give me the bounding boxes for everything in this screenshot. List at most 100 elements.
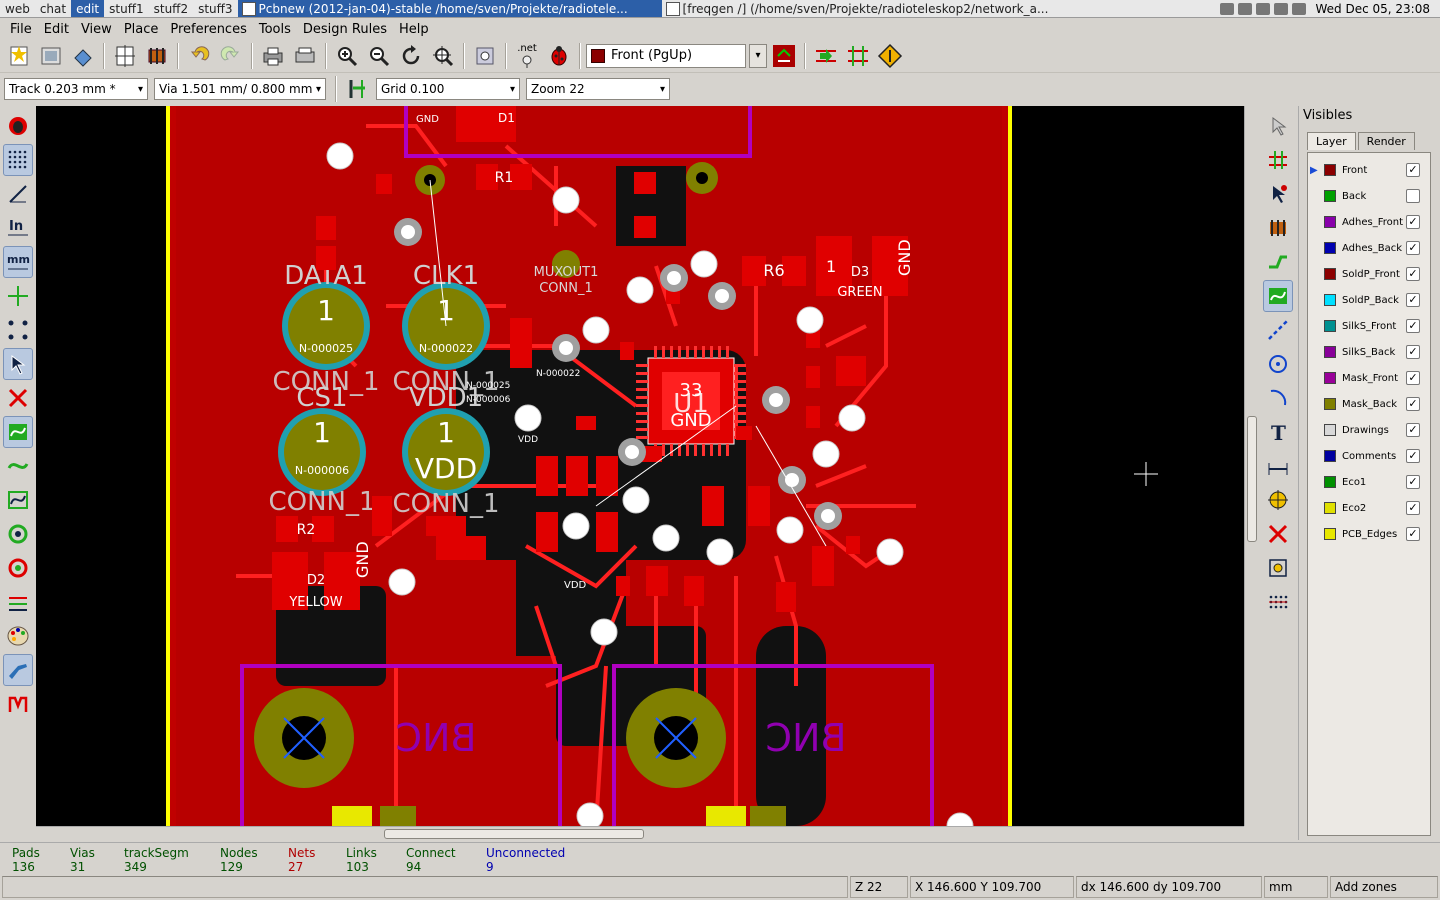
layer-pair-button[interactable] [769, 41, 799, 71]
local-ratsnest-button[interactable] [1263, 178, 1293, 210]
layer-row-soldp-front[interactable]: SoldP_Front✓ [1308, 261, 1430, 287]
redraw-button[interactable] [396, 41, 426, 71]
resistor-r6[interactable]: R6 [742, 256, 806, 286]
layer-visible-checkbox[interactable]: ✓ [1406, 475, 1420, 489]
layer-visible-checkbox[interactable]: ✓ [1406, 345, 1420, 359]
high-contrast-button[interactable] [3, 620, 33, 652]
layer-visible-checkbox[interactable]: ✓ [1406, 215, 1420, 229]
chat-icon[interactable] [1273, 2, 1288, 15]
layer-color-swatch[interactable] [1324, 372, 1336, 384]
ratsnest-button[interactable] [3, 314, 33, 346]
vias-sketch-button[interactable] [3, 552, 33, 584]
conn-vdd1[interactable]: VDD1 1 VDD CONN_1 [392, 383, 499, 519]
add-zones-button[interactable] [1263, 280, 1293, 312]
tab-layer[interactable]: Layer [1307, 132, 1356, 150]
set-grid-origin-button[interactable] [1263, 586, 1293, 618]
layer-row-silks-back[interactable]: SilkS_Back✓ [1308, 339, 1430, 365]
menu-place[interactable]: Place [123, 21, 159, 37]
board-drawing[interactable]: BNC BNC DATA1 1 N-000025 CONN_1 CLK1 1 N… [36, 106, 1244, 826]
new-board-button[interactable] [4, 41, 34, 71]
pads-sketch-button[interactable] [3, 518, 33, 550]
zoom-out-button[interactable] [364, 41, 394, 71]
layer-visible-checkbox[interactable]: ✓ [1406, 241, 1420, 255]
add-text-button[interactable]: T [1263, 416, 1293, 448]
menu-tools[interactable]: Tools [258, 21, 291, 37]
tag-web[interactable]: web [5, 1, 30, 16]
conn-cs1[interactable]: CS1 1 N-000006 CONN_1 [268, 383, 375, 517]
set-origin-button[interactable] [1263, 552, 1293, 584]
layer-visible-checkbox[interactable]: ✓ [1406, 371, 1420, 385]
units-inch-button[interactable]: In [3, 212, 33, 244]
layer-name[interactable]: SoldP_Front [1342, 268, 1400, 280]
layer-name[interactable]: Adhes_Front [1342, 216, 1404, 228]
show-zones-button[interactable] [3, 416, 33, 448]
tag-stuff2[interactable]: stuff2 [153, 1, 189, 16]
drc-off-button[interactable] [3, 110, 33, 142]
resistor-r1[interactable]: R1 [476, 164, 532, 190]
menu-design-rules[interactable]: Design Rules [302, 21, 387, 37]
pcb-canvas[interactable]: BNC BNC DATA1 1 N-000025 CONN_1 CLK1 1 N… [36, 106, 1244, 826]
layer-color-swatch[interactable] [1324, 476, 1336, 488]
volume-icon[interactable] [1237, 2, 1252, 15]
layer-color-swatch[interactable] [1324, 450, 1336, 462]
units-mm-button[interactable]: mm [3, 246, 33, 278]
layer-color-swatch[interactable] [1324, 346, 1336, 358]
layer-row-front[interactable]: ▶Front✓ [1308, 157, 1430, 183]
add-dimension-button[interactable] [1263, 450, 1293, 482]
microwave-toolbar-button[interactable] [3, 654, 33, 686]
find-button[interactable] [470, 41, 500, 71]
resistor-r2[interactable]: R2 [276, 516, 334, 542]
layers-manager-button[interactable] [3, 688, 33, 720]
layer-row-mask-back[interactable]: Mask_Back ✓ [1308, 391, 1430, 417]
tag-edit[interactable]: edit [71, 0, 105, 17]
menu-help[interactable]: Help [398, 21, 429, 37]
open-board-button[interactable] [36, 41, 66, 71]
select-tool-button[interactable] [1263, 110, 1293, 142]
vertical-scroll-thumb[interactable] [1247, 416, 1257, 542]
show-board-ratsnest-button[interactable] [875, 41, 905, 71]
add-module-button[interactable] [1263, 212, 1293, 244]
save-board-button[interactable] [68, 41, 98, 71]
tag-chat[interactable]: chat [39, 1, 67, 16]
network-icon[interactable] [1219, 2, 1234, 15]
layer-color-swatch[interactable] [1324, 268, 1336, 280]
layer-row-mask-front[interactable]: Mask_Front✓ [1308, 365, 1430, 391]
layer-visible-checkbox[interactable]: ✓ [1406, 449, 1420, 463]
module-editor-button[interactable] [142, 41, 172, 71]
layer-visible-checkbox[interactable]: ✓ [1406, 501, 1420, 515]
page-settings-button[interactable] [110, 41, 140, 71]
layer-name[interactable]: Mask_Back [1342, 398, 1398, 410]
redo-button[interactable] [216, 41, 246, 71]
layer-visible-checkbox[interactable]: ✓ [1406, 527, 1420, 541]
menu-edit[interactable]: Edit [43, 21, 69, 37]
layer-name[interactable]: SoldP_Back [1342, 294, 1399, 306]
layer-color-swatch[interactable] [1324, 216, 1336, 228]
active-layer-select[interactable]: Front (PgUp) [586, 43, 746, 68]
layer-row-back[interactable]: Back [1308, 183, 1430, 209]
layer-visible-checkbox[interactable]: ✓ [1406, 397, 1420, 411]
layer-color-swatch[interactable] [1324, 398, 1336, 410]
undo-button[interactable] [184, 41, 214, 71]
layer-row-adhes-back[interactable]: Adhes_Back✓ [1308, 235, 1430, 261]
layer-row-soldp-back[interactable]: SoldP_Back✓ [1308, 287, 1430, 313]
add-keepout-button[interactable] [1263, 314, 1293, 346]
conn-data1[interactable]: DATA1 1 N-000025 CONN_1 [272, 261, 379, 397]
menu-preferences[interactable]: Preferences [170, 21, 247, 37]
u1-chip[interactable]: 33 U1 GND [636, 346, 746, 456]
autoroute-button[interactable] [811, 41, 841, 71]
add-arc-button[interactable] [1263, 382, 1293, 414]
add-target-button[interactable] [1263, 484, 1293, 516]
menu-file[interactable]: File [10, 21, 32, 37]
horizontal-scrollbar[interactable] [36, 826, 1244, 840]
horizontal-scroll-thumb[interactable] [384, 829, 644, 839]
layer-color-swatch[interactable] [1324, 242, 1336, 254]
layer-row-comments[interactable]: Comments✓ [1308, 443, 1430, 469]
read-netlist-button[interactable]: .net [512, 41, 542, 71]
layer-visible-checkbox[interactable] [1406, 189, 1420, 203]
grid-route-button[interactable] [843, 41, 873, 71]
layer-color-swatch[interactable] [1324, 528, 1336, 540]
layer-color-swatch[interactable] [1324, 502, 1336, 514]
layer-name[interactable]: Drawings [1342, 424, 1389, 436]
grid-select[interactable]: Grid 0.100▾ [376, 78, 520, 100]
zoom-fit-button[interactable] [428, 41, 458, 71]
